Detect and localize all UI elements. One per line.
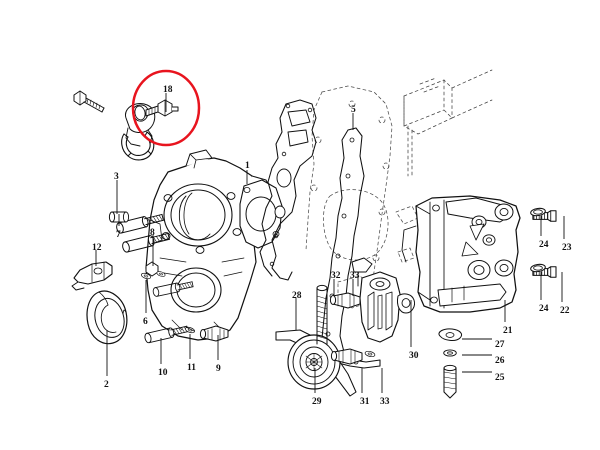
callout-22: 22 — [560, 306, 570, 316]
part-29-pulley — [287, 334, 341, 390]
callout-28: 28 — [292, 291, 302, 301]
part-24-washer-upper — [529, 206, 547, 218]
callout-12: 12 — [92, 243, 102, 253]
callout-33: 33 — [350, 271, 360, 281]
part-27-spring-washer — [438, 328, 463, 341]
part-gasket-flat-left — [259, 99, 317, 281]
part-top-link — [351, 257, 373, 287]
callout-31: 31 — [360, 397, 370, 407]
part-21-bracket — [401, 195, 521, 313]
part-12-lever-arm — [71, 261, 113, 291]
callout-26: 26 — [495, 356, 505, 366]
callout-29: 29 — [312, 397, 322, 407]
part-gasket-ring-upper — [121, 131, 155, 161]
callout-25: 25 — [495, 373, 505, 383]
callout-27: 27 — [495, 340, 505, 350]
part-11-washer — [184, 325, 196, 335]
callout-11: 11 — [187, 363, 196, 373]
callout-10: 10 — [158, 368, 168, 378]
callout-21: 21 — [503, 326, 513, 336]
callout-2: 2 — [104, 380, 109, 390]
part-7-dowel — [108, 211, 130, 223]
part-31-bolt — [330, 348, 363, 365]
callout-23: 23 — [562, 243, 572, 253]
part-33-washer-lower — [364, 350, 376, 358]
part-2-oil-seal — [86, 290, 128, 345]
callout-33b: 33 — [380, 397, 390, 407]
callout-5: 5 — [351, 105, 356, 115]
callout-leader-lines — [95, 93, 565, 393]
phantom-upper-right-bracket — [403, 69, 493, 179]
callout-24: 24 — [539, 240, 549, 250]
part-9-bolt — [199, 325, 229, 342]
callout-8: 8 — [150, 228, 155, 238]
part-bolt-left-small — [73, 90, 105, 113]
part-25-bolt — [443, 364, 457, 399]
callout-30: 30 — [409, 351, 419, 361]
callout-3: 3 — [114, 172, 119, 182]
callout-1: 1 — [245, 161, 250, 171]
part-24-washer-lower — [529, 262, 547, 274]
callout-9: 9 — [216, 364, 221, 374]
part-bolt-upper-tensioner — [329, 292, 361, 309]
part-30-tensioner-bracket — [359, 271, 415, 343]
callout-18: 18 — [163, 85, 173, 95]
part-18-banjo-bolt — [145, 99, 179, 117]
callout-32: 32 — [331, 271, 341, 281]
part-32-adjusting-bolt — [316, 284, 328, 345]
part-8-bolt-washer — [145, 261, 167, 278]
callout-7: 7 — [116, 230, 121, 240]
callout-24b: 24 — [539, 304, 549, 314]
callout-6: 6 — [143, 317, 148, 327]
red-highlight-ellipse — [131, 69, 201, 147]
part-26-washer — [443, 349, 457, 357]
